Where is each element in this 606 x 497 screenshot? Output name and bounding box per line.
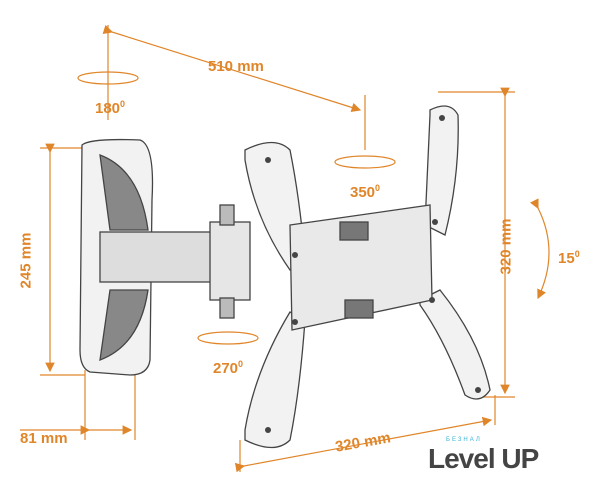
logo-subtitle: БЕЗНАЛ — [446, 437, 482, 443]
plate-arm-bottom-left — [244, 311, 306, 449]
dimension-lines — [20, 24, 550, 473]
degree-mark: 0 — [120, 99, 126, 109]
plate-arm-bottom-right — [419, 289, 491, 400]
arm-extension-label: 510 mm — [208, 58, 264, 75]
logo-text: Level UP — [428, 443, 539, 474]
arm-joint — [209, 221, 251, 301]
screw-holes — [265, 115, 481, 433]
degree-mark: 0 — [375, 183, 381, 193]
degree-mark: 0 — [238, 359, 244, 369]
plate-arm-top-right — [424, 105, 459, 236]
plate-rotation-label: 3500 — [350, 180, 380, 201]
wall-rotation-value: 180 — [95, 100, 121, 117]
arm-rotation-value: 270 — [213, 360, 239, 377]
mount-product — [79, 105, 491, 449]
plate-rotation-value: 350 — [350, 184, 376, 201]
degree-mark: 0 — [574, 249, 580, 259]
wall-plate-width-label: 81 mm — [20, 430, 68, 447]
plate-height-label: 320 mm — [497, 218, 515, 275]
tilt-label: 150 — [558, 246, 580, 267]
arm — [99, 231, 221, 283]
level-up-logo: БЕЗНАЛ Level UP — [428, 436, 539, 474]
wall-rotation-label: 1800 — [95, 96, 125, 117]
arm-rotation-label: 2700 — [213, 356, 243, 377]
tilt-value: 15 — [558, 250, 575, 267]
wall-plate-height-label: 245 mm — [17, 232, 35, 289]
